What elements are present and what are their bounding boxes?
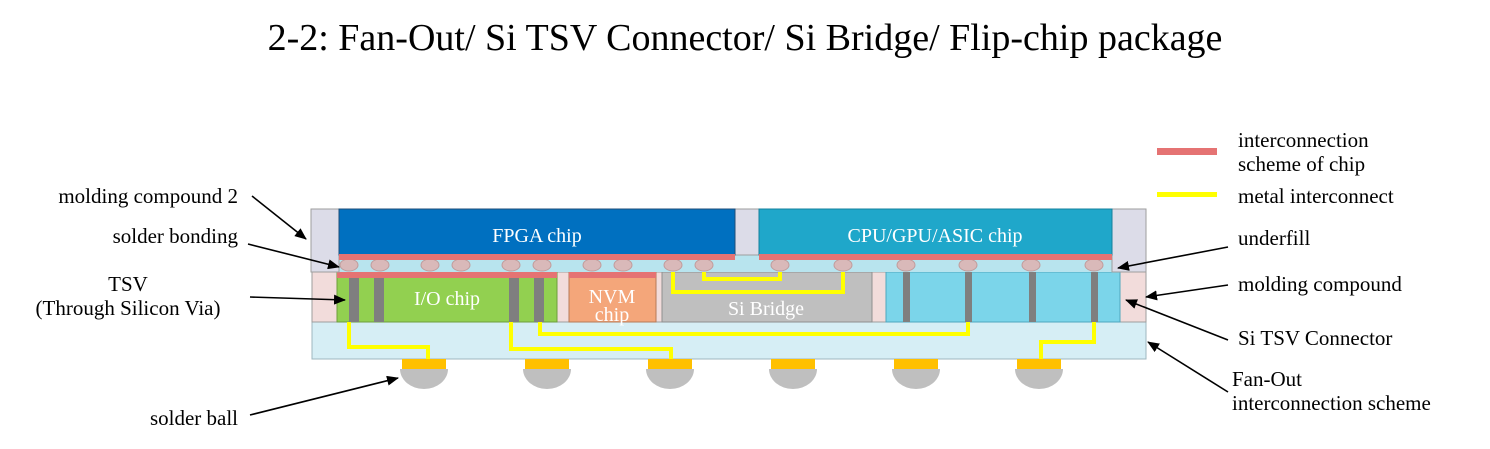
arrow-solder-bonding [247, 243, 340, 270]
metal-interconnects [347, 272, 1096, 362]
molding-compound-mid-a [556, 271, 570, 323]
solder-bump [896, 258, 916, 272]
solder-bump [770, 258, 790, 272]
solder-bump [532, 258, 552, 272]
label-solder-ball: solder ball [150, 406, 238, 430]
solder-bump [663, 258, 683, 272]
metal-interconnect-bridge-inner [702, 272, 782, 281]
io-chip-label: I/O chip [414, 288, 480, 310]
legend-chip-interconnect-label-line2: scheme of chip [1238, 152, 1365, 176]
solder-bump [958, 258, 978, 272]
underfill-gap [735, 255, 759, 272]
solder-bump [694, 258, 714, 272]
fpga-chip-label: FPGA chip [492, 225, 581, 247]
label-underfill: underfill [1238, 226, 1310, 250]
fanout-layer [311, 321, 1147, 360]
tsv-via [1029, 272, 1036, 322]
nvm-chip-label-line2: chip [595, 304, 629, 326]
label-tsv-line2: (Through Silicon Via) [36, 296, 221, 320]
solder-balls [400, 359, 1063, 389]
label-molding-compound-2: molding compound 2 [58, 184, 238, 208]
solder-ball [523, 359, 571, 389]
cpu-chip-interconnect-scheme [759, 254, 1112, 260]
nvm-chip-label-line1: NVM [589, 286, 636, 308]
label-fanout-line2: interconnection scheme [1232, 391, 1431, 415]
molding-compound-2-right [1111, 208, 1147, 273]
molding-compound-right [1119, 271, 1147, 323]
metal-interconnect-fanout-1 [347, 322, 430, 362]
molding-compound-mid-c [871, 271, 887, 323]
solder-bump [613, 258, 633, 272]
legend-chip-interconnect-label-line1: interconnection [1238, 128, 1369, 152]
fpga-chip [338, 208, 736, 256]
molding-compound-left [311, 271, 338, 323]
tsv-vias [349, 272, 1098, 322]
label-fanout-line1: Fan-Out [1232, 367, 1302, 391]
tsv-via [534, 272, 544, 322]
label-solder-bonding: solder bonding [113, 224, 239, 248]
tsv-via [374, 272, 384, 322]
metal-interconnect-fanout-2 [509, 322, 673, 362]
solder-bump [1084, 258, 1104, 272]
si-tsv-connector [885, 271, 1121, 323]
solder-bump [1021, 258, 1041, 272]
legend-metal-interconnect-swatch [1157, 192, 1217, 197]
legend-metal-interconnect-label: metal interconnect [1238, 184, 1394, 208]
nvm-chip-interconnect-scheme [569, 272, 656, 278]
label-si-tsv-connector: Si TSV Connector [1238, 326, 1392, 350]
arrow-tsv [249, 294, 346, 305]
si-bridge-label: Si Bridge [728, 298, 804, 320]
io-chip-interconnect-scheme [337, 272, 557, 278]
io-chip [336, 271, 558, 323]
solder-ball [892, 359, 940, 389]
solder-bump [370, 258, 390, 272]
arrow-solder-ball [249, 375, 399, 416]
label-tsv-line1: TSV [108, 272, 148, 296]
arrow-fanout [1147, 341, 1229, 393]
solder-bump [420, 258, 440, 272]
metal-interconnect-fanout-4 [1039, 322, 1096, 362]
cpu-chip-label: CPU/GPU/ASIC chip [847, 225, 1022, 247]
solder-bump [501, 258, 521, 272]
solder-bump [833, 258, 853, 272]
diagram-title: 2-2: Fan-Out/ Si TSV Connector/ Si Bridg… [267, 17, 1223, 59]
legend-chip-interconnect-swatch [1157, 148, 1217, 155]
solder-ball [646, 359, 694, 389]
tsv-via [1091, 272, 1098, 322]
arrow-underfill [1117, 246, 1229, 271]
leader-arrows [247, 195, 1229, 416]
fpga-chip-interconnect-scheme [339, 254, 735, 260]
molding-compound-mid-b [655, 271, 663, 323]
metal-interconnect-fanout-3 [538, 322, 970, 336]
solder-ball [769, 359, 817, 389]
solder-bump [451, 258, 471, 272]
arrow-si-tsv-connector [1125, 299, 1229, 341]
tsv-via [349, 272, 359, 322]
molding-compound-2-mid [734, 208, 760, 256]
label-molding-compound: molding compound [1238, 272, 1402, 296]
tsv-via [903, 272, 910, 322]
solder-ball [400, 359, 448, 389]
arrow-molding-compound-2 [251, 195, 307, 240]
arrow-molding-compound [1145, 284, 1229, 301]
tsv-via [965, 272, 972, 322]
solder-bump [339, 258, 359, 272]
solder-bump [582, 258, 602, 272]
metal-interconnect-bridge-outer [671, 272, 845, 294]
underfill [337, 259, 1120, 272]
molding-compound-2-left [310, 208, 340, 273]
tsv-via [509, 272, 519, 322]
solder-ball [1015, 359, 1063, 389]
